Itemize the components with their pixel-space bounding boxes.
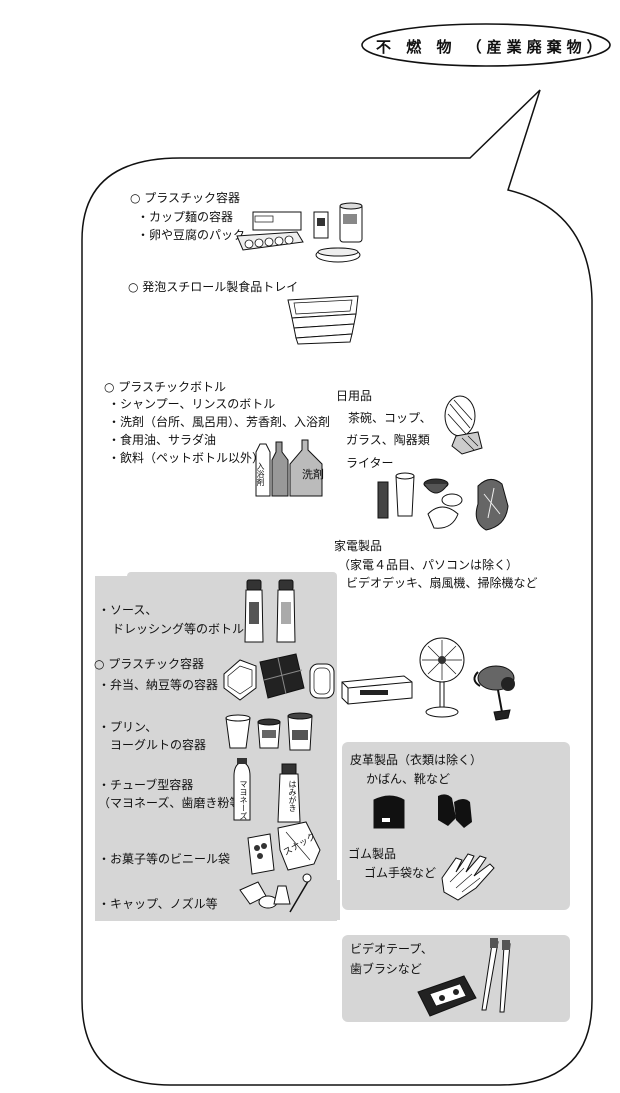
shampoo-bottle-item: ・シャンプー、リンスのボトル — [108, 397, 276, 411]
egg-tofu-pack-item: ・卵や豆腐のパック — [137, 228, 246, 242]
cap-nozzle-item: ・キャップ、ノズル等 — [98, 897, 218, 911]
video-tape-item: ビデオテープ、 — [350, 942, 433, 956]
snack-bags-illustration — [247, 821, 321, 875]
toothbrush-item: 歯ブラシなど — [350, 962, 422, 976]
pudding-item: ・プリン、 — [98, 720, 158, 734]
appliances-exclusion-note: （家電４品目、パソコンは除く） — [338, 558, 519, 572]
video-deck-illustration — [341, 675, 413, 705]
glass-ceramics-item: ガラス、陶器類 — [346, 433, 430, 447]
cooking-oil-item: ・食用油、サラダ油 — [108, 433, 217, 447]
sauce-item: ・ソース、 — [98, 603, 158, 617]
broken-glass-illustration — [444, 395, 483, 455]
sauce-bottles-illustration — [244, 579, 296, 643]
cup-noodle-illustration — [313, 202, 363, 263]
vacuum-cleaner-illustration — [473, 665, 515, 721]
caps-nozzles-illustration — [239, 873, 312, 913]
pudding-cups-illustration — [225, 712, 313, 751]
yogurt-container-item: ヨーグルトの容器 — [110, 738, 207, 752]
toothpaste-label: はみがき — [288, 780, 297, 812]
styrofoam-tray-heading: ○ 発泡スチロール製食品トレイ — [128, 280, 299, 294]
tableware-item: 茶碗、コップ、 — [348, 411, 432, 425]
styrofoam-tray-illustration — [287, 295, 359, 345]
detergent-label: 洗剤 — [302, 468, 324, 481]
rubber-goods-heading: ゴム製品 — [348, 847, 397, 861]
sauce-item-detail: ドレッシング等のボトル — [112, 622, 245, 636]
bento-container-illustration — [223, 653, 335, 701]
electric-fan-illustration — [419, 637, 465, 718]
mayonnaise-label: マヨネーズ — [239, 780, 248, 820]
appliances-heading: 家電製品 — [334, 539, 383, 553]
tube-containers-illustration — [233, 758, 301, 823]
rubber-gloves-illustration — [441, 853, 495, 901]
lighter-item: ライター — [346, 456, 394, 470]
plastic-bottle-heading: ○ プラスチックボトル — [104, 380, 227, 394]
title-ellipse — [361, 23, 611, 67]
beverage-item: ・飲料（ペットボトル以外） — [108, 451, 265, 465]
rubber-gloves-item: ゴム手袋など — [364, 866, 437, 880]
plastic-bottles-illustration — [255, 439, 323, 497]
bath-salt-label: 入浴剤 — [256, 462, 265, 486]
tube-container-detail: （マヨネーズ、歯磨き粉等） — [98, 796, 254, 810]
appliances-examples: ビデオデッキ、扇風機、掃除機など — [346, 576, 538, 590]
daily-goods-heading: 日用品 — [336, 389, 373, 403]
plastic-container-bento-heading: ○ プラスチック容器 — [94, 657, 205, 671]
plastic-container-heading: ○ プラスチック容器 — [130, 191, 241, 205]
bento-natto-container-item: ・弁当、納豆等の容器 — [98, 678, 219, 692]
bag-shoes-illustration — [373, 794, 472, 829]
page-title: 不 燃 物 （産業廃棄物） — [376, 38, 607, 56]
tube-container-item: ・チューブ型容器 — [98, 778, 194, 792]
detergent-item: ・洗剤（台所、風呂用）、芳香剤、入浴剤 — [108, 415, 331, 429]
leather-goods-heading: 皮革製品（衣類は除く） — [350, 753, 483, 767]
cups-bowls-illustration — [377, 472, 509, 531]
cup-noodle-item: ・カップ麺の容器 — [137, 210, 234, 224]
egg-pack-illustration — [236, 211, 304, 251]
shaded-panel-left-top — [127, 572, 337, 580]
snack-bag-item: ・お菓子等のビニール袋 — [98, 852, 231, 866]
videotape-toothbrush-illustration — [417, 938, 511, 1017]
bags-shoes-item: かばん、靴など — [366, 772, 451, 786]
